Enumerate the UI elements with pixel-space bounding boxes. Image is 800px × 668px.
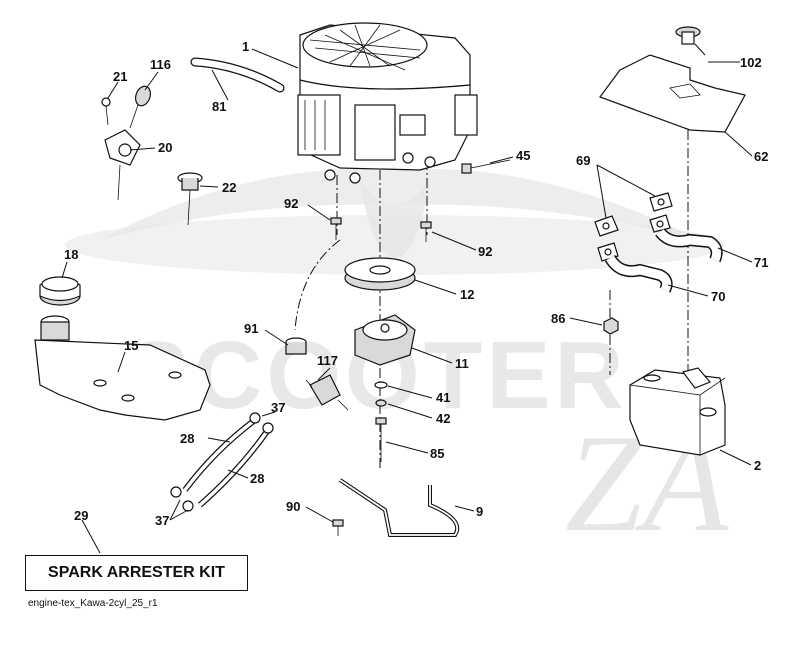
callout-91: 91 bbox=[244, 321, 258, 336]
throttle-cable-icon bbox=[101, 85, 152, 201]
callout-29: 29 bbox=[74, 508, 88, 523]
callout-86: 86 bbox=[551, 311, 565, 326]
callout-28a: 28 bbox=[180, 431, 194, 446]
fuel-hose-icon bbox=[182, 417, 271, 508]
callout-62: 62 bbox=[754, 149, 768, 164]
bolt-85-icon bbox=[375, 417, 387, 462]
callout-71: 71 bbox=[754, 255, 768, 270]
choke-knob-icon bbox=[177, 172, 203, 226]
spark-arrester-kit-label: SPARK ARRESTER KIT bbox=[25, 555, 248, 591]
spacer-icon bbox=[285, 337, 307, 355]
callout-90: 90 bbox=[286, 499, 300, 514]
electric-clutch-icon bbox=[354, 314, 416, 366]
callout-117: 117 bbox=[317, 353, 338, 368]
exhaust-pipe-icon bbox=[604, 228, 723, 293]
callout-81: 81 bbox=[212, 99, 226, 114]
callout-22: 22 bbox=[222, 180, 236, 195]
callout-labels: 1 102 116 21 81 20 22 45 69 62 92 92 18 … bbox=[64, 39, 768, 528]
diagram-reference-id: engine-tex_Kawa-2cyl_25_r1 bbox=[28, 598, 158, 609]
gasket-icon bbox=[594, 192, 673, 262]
callout-9: 9 bbox=[476, 504, 483, 519]
callout-102: 102 bbox=[740, 55, 762, 70]
heat-shield-icon bbox=[599, 54, 746, 133]
callout-45: 45 bbox=[516, 148, 530, 163]
callout-12: 12 bbox=[460, 287, 474, 302]
nut-icon bbox=[603, 317, 619, 335]
leader-lines bbox=[61, 43, 753, 554]
callout-70: 70 bbox=[711, 289, 725, 304]
bracket-icon bbox=[338, 478, 460, 537]
fuel-tank-icon bbox=[34, 315, 211, 421]
callout-37b: 37 bbox=[155, 513, 169, 528]
air-filter-hose-icon bbox=[190, 57, 285, 93]
callout-11: 11 bbox=[455, 356, 469, 371]
callout-92b: 92 bbox=[478, 244, 492, 259]
callout-18: 18 bbox=[64, 247, 78, 262]
knob-102-icon bbox=[675, 26, 701, 45]
bolt-90-icon bbox=[332, 519, 344, 536]
bolt-45-icon bbox=[461, 159, 511, 174]
muffler-icon bbox=[629, 367, 726, 456]
hose-clamp-icon bbox=[170, 412, 274, 512]
callout-85: 85 bbox=[430, 446, 444, 461]
callout-37a: 37 bbox=[271, 400, 285, 415]
washer-icon bbox=[374, 381, 388, 407]
pulley-icon bbox=[344, 257, 416, 291]
callout-20: 20 bbox=[158, 140, 172, 155]
callout-116: 116 bbox=[150, 57, 171, 72]
callout-2: 2 bbox=[754, 458, 761, 473]
fuel-filter-icon bbox=[305, 374, 349, 411]
callout-42: 42 bbox=[436, 411, 450, 426]
callout-28b: 28 bbox=[250, 471, 264, 486]
fuel-cap-icon bbox=[39, 276, 81, 306]
bolt-icon bbox=[330, 217, 432, 242]
callout-41: 41 bbox=[436, 390, 450, 405]
callout-21: 21 bbox=[113, 69, 127, 84]
callout-69: 69 bbox=[576, 153, 590, 168]
callout-92a: 92 bbox=[284, 196, 298, 211]
callout-15: 15 bbox=[124, 338, 138, 353]
engine-icon bbox=[297, 22, 478, 184]
callout-1: 1 bbox=[242, 39, 249, 54]
